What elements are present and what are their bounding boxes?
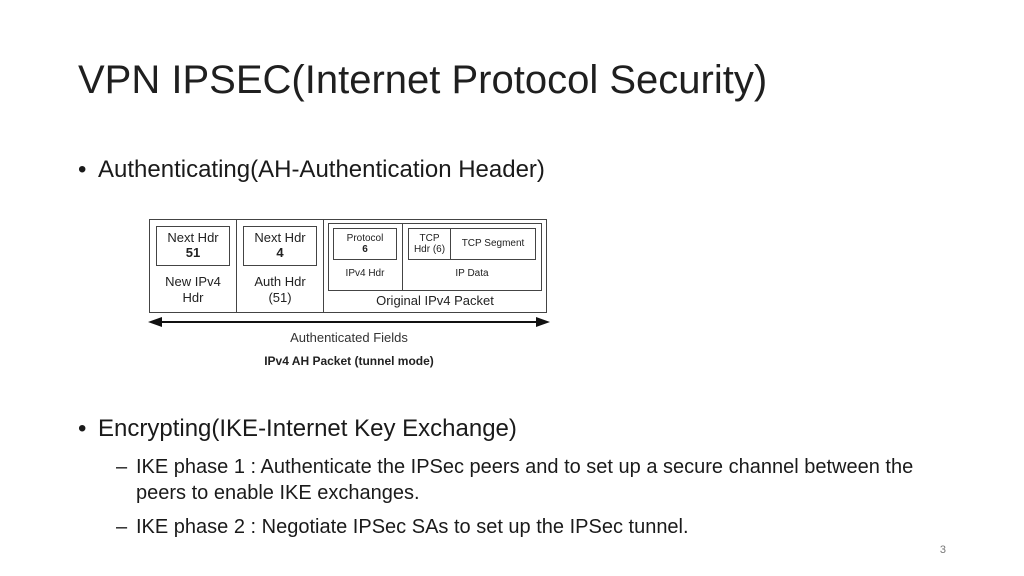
- sub-bullet-marker: –: [116, 516, 128, 538]
- divider-1: [236, 219, 237, 313]
- divider-3: [402, 223, 403, 291]
- protocol-label: Protocol: [346, 232, 384, 244]
- sub-bullet-text: IKE phase 1 : Authenticate the IPSec pee…: [136, 456, 914, 504]
- original-ipv4-packet-label: Original IPv4 Packet: [376, 293, 494, 308]
- bullet-marker: •: [78, 156, 87, 183]
- tcp-segment-label: TCP Segment: [461, 238, 525, 250]
- double-arrow-icon: [148, 317, 550, 327]
- protocol-box: Protocol 6: [333, 228, 397, 260]
- next-hdr-label: Next Hdr: [254, 230, 306, 246]
- diagram-caption: IPv4 AH Packet (tunnel mode): [264, 354, 434, 368]
- new-ipv4-hdr-label: New IPv4 Hdr: [152, 274, 234, 305]
- ipv4-hdr-label: IPv4 Hdr: [345, 268, 385, 279]
- sub-bullet-text: IKE phase 2 : Negotiate IPSec SAs to set…: [136, 516, 689, 538]
- tcp-hdr-value: Hdr (6): [413, 244, 446, 255]
- new-ipv4-next-hdr-box: Next Hdr 51: [156, 226, 230, 266]
- sub-bullet-marker: –: [116, 456, 128, 478]
- bullet-text: Encrypting(IKE-Internet Key Exchange): [98, 415, 517, 442]
- label-line: Auth Hdr: [254, 274, 306, 289]
- label-line: New IPv4: [165, 274, 221, 289]
- label-line: (51): [268, 289, 292, 305]
- bullet-authenticating: • Authenticating(AH-Authentication Header…: [78, 156, 545, 185]
- next-hdr-value: 4: [276, 245, 284, 260]
- sub-bullet-ike-phase-1: – IKE phase 1 : Authenticate the IPSec p…: [116, 454, 946, 506]
- auth-hdr-next-hdr-box: Next Hdr 4: [243, 226, 317, 266]
- tcp-hdr-cell: TCP Hdr (6): [409, 229, 451, 259]
- tcp-label: TCP: [419, 232, 440, 244]
- ah-packet-diagram: Next Hdr 51 New IPv4 Hdr Next Hdr 4 Auth…: [148, 216, 550, 376]
- bullet-text: Authenticating(AH-Authentication Header): [98, 156, 545, 183]
- ip-data-label: IP Data: [455, 268, 489, 279]
- original-packet-group: [328, 223, 542, 291]
- slide-number: 3: [939, 544, 946, 556]
- tcp-box: TCP Hdr (6) TCP Segment: [408, 228, 536, 260]
- bullet-marker: •: [78, 415, 87, 442]
- divider-2: [323, 219, 324, 313]
- auth-hdr-label: Auth Hdr (51): [239, 274, 321, 305]
- bullet-encrypting: • Encrypting(IKE-Internet Key Exchange): [78, 415, 517, 444]
- packet-frame: [149, 219, 547, 313]
- next-hdr-value: 51: [185, 245, 201, 260]
- next-hdr-label: Next Hdr: [167, 230, 219, 246]
- slide-title: VPN IPSEC(Internet Protocol Security): [78, 58, 768, 102]
- authenticated-fields-label: Authenticated Fields: [290, 330, 408, 345]
- protocol-value: 6: [362, 244, 368, 255]
- sub-bullet-ike-phase-2: – IKE phase 2 : Negotiate IPSec SAs to s…: [116, 514, 946, 540]
- label-line: Hdr: [182, 289, 204, 305]
